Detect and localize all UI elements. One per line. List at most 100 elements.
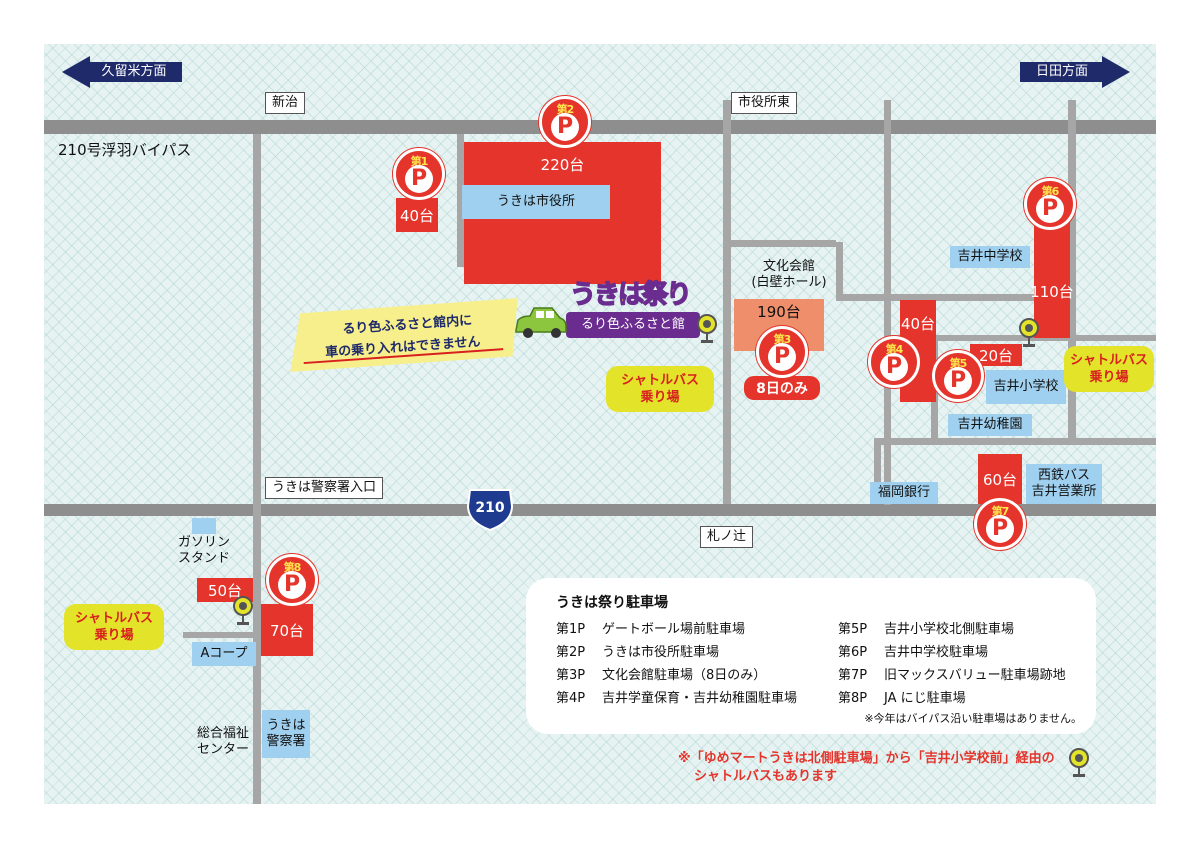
route-210-road <box>44 504 1156 516</box>
shuttle-east-line1: シャトルバス <box>1069 353 1148 368</box>
arrow-left-kurume: 久留米方面 <box>62 56 182 88</box>
parking-1-badge: 第1 P <box>393 148 445 200</box>
parking-3-area: 190台 <box>734 299 824 351</box>
parking-7-num: 第7 <box>991 505 1010 518</box>
parking-icon: P <box>880 353 908 381</box>
parking-4-num: 第4 <box>885 343 904 356</box>
parking-2-mark: P <box>556 114 574 139</box>
parking-3-capacity: 190台 <box>757 303 801 321</box>
no-entry-banner: るり色ふるさと館内に 車の乗り入れはできません <box>286 298 521 372</box>
shuttle-venue-line2: 乗り場 <box>640 390 680 405</box>
route-number: 210 <box>475 500 505 516</box>
parking-6-area <box>1034 222 1070 338</box>
festival-logo: うきは祭り るり色ふるさと館 <box>566 274 702 344</box>
nishitetsu-bus: 西鉄バス 吉井営業所 <box>1026 464 1102 504</box>
intersection-police-entrance: うきは警察署入口 <box>265 477 384 499</box>
parking-ja-area: 50台 <box>197 578 253 602</box>
venue-label: るり色ふるさと館 <box>566 312 700 338</box>
parking-5-capacity: 20台 <box>978 346 1014 365</box>
direction-left-label: 久留米方面 <box>86 62 182 82</box>
police-station: うきは 警察署 <box>262 710 310 758</box>
shuttle-footnote-line1: ※「ゆめマートうきは北側駐車場」から「吉井小学校前」経由の <box>678 751 1055 766</box>
parking-ja-capacity: 50台 <box>207 581 243 600</box>
bus-stop-icon-footnote <box>1069 748 1089 777</box>
parking-1-num: 第1 <box>410 155 429 168</box>
parking-icon: P <box>986 515 1014 543</box>
parking-6-num: 第6 <box>1041 185 1060 198</box>
legend-title: うきは祭り駐車場 <box>556 595 668 611</box>
welfare-center: 総合福祉 センター <box>196 726 249 757</box>
parking-1-area: 40台 <box>396 198 438 232</box>
shuttle-west-bubble: シャトルバス 乗り場 <box>64 604 164 650</box>
parking-4-mark: P <box>885 354 903 379</box>
parking-2-capacity: 220台 <box>540 156 585 174</box>
city-hall: うきは市役所 <box>462 185 610 219</box>
parking-icon: P <box>944 367 972 395</box>
road-culture-diag <box>836 242 843 300</box>
parking-icon: P <box>278 571 306 599</box>
parking-5-badge: 第5 P <box>932 350 984 402</box>
parking-icon: P <box>768 343 796 371</box>
bus-stop-icon-venue <box>697 314 717 343</box>
parking-8-mark: P <box>283 572 301 597</box>
route-shield-icon <box>466 489 514 532</box>
parking-6-badge: 第6 P <box>1024 178 1076 230</box>
shuttle-west-line2: 乗り場 <box>94 628 134 643</box>
parking-5-mark: P <box>949 368 967 393</box>
arrow-right-icon <box>1102 56 1130 88</box>
parking-5-area: 20台 <box>970 344 1022 366</box>
road-culture-h <box>731 240 836 247</box>
road-v4 <box>884 100 891 505</box>
parking-7-area: 60台 <box>978 454 1022 504</box>
shuttle-west-line1: シャトルバス <box>74 611 153 626</box>
car-icon <box>515 307 567 338</box>
fukuoka-bank: 福岡銀行 <box>870 482 938 504</box>
shuttle-east-bubble: シャトルバス 乗り場 <box>1064 346 1154 392</box>
parking-icon: P <box>1036 195 1064 223</box>
road-v6 <box>874 438 881 504</box>
road-v2 <box>457 134 464 267</box>
parking-3-badge: 第3 P <box>756 326 808 378</box>
road-v3 <box>723 100 731 504</box>
parking-7-capacity: 60台 <box>982 470 1018 489</box>
parking-3-note: 8日のみ <box>744 376 820 400</box>
arrow-left-icon <box>62 56 90 88</box>
parking-8-area: 70台 <box>261 604 313 656</box>
road-h-mid <box>891 335 1156 341</box>
road-jp-h <box>183 632 261 638</box>
road-v1 <box>253 134 261 804</box>
intersection-fudanotsuji: 札ノ辻 <box>700 526 754 548</box>
parking-6-capacity: 110台 <box>1030 283 1074 301</box>
parking-8-capacity: 70台 <box>269 621 305 640</box>
shuttle-venue-bubble: シャトルバス 乗り場 <box>606 366 714 412</box>
shuttle-footnote-line2: シャトルバスもあります <box>694 769 838 784</box>
bypass-road <box>44 120 1156 134</box>
parking-7-mark: P <box>991 516 1009 541</box>
bypass-label: 210号浮羽バイパス <box>58 141 192 159</box>
direction-right-label: 日田方面 <box>1020 62 1104 82</box>
parking-1-capacity: 40台 <box>399 206 435 225</box>
yoshii-kindergarten: 吉井幼稚園 <box>948 414 1032 436</box>
road-v5 <box>1068 100 1076 442</box>
parking-4-capacity: 40台 <box>900 315 936 333</box>
shuttle-east-line2: 乗り場 <box>1089 370 1129 385</box>
yoshii-elementary: 吉井小学校 <box>986 370 1066 404</box>
arrow-right-hita: 日田方面 <box>1020 56 1130 88</box>
a-coop: Aコープ <box>192 642 256 666</box>
bus-stop-icon-east <box>1019 318 1039 347</box>
parking-7-badge: 第7 P <box>974 498 1026 550</box>
parking-2-badge: 第2 P <box>539 96 591 148</box>
bus-stop-icon-west <box>233 596 253 625</box>
parking-8-num: 第8 <box>283 561 302 574</box>
parking-6-mark: P <box>1041 196 1059 221</box>
culture-hall: 文化会館 (白壁ホール) <box>751 259 827 290</box>
parking-3-mark: P <box>773 344 791 369</box>
intersection-shinji: 新治 <box>265 92 306 114</box>
